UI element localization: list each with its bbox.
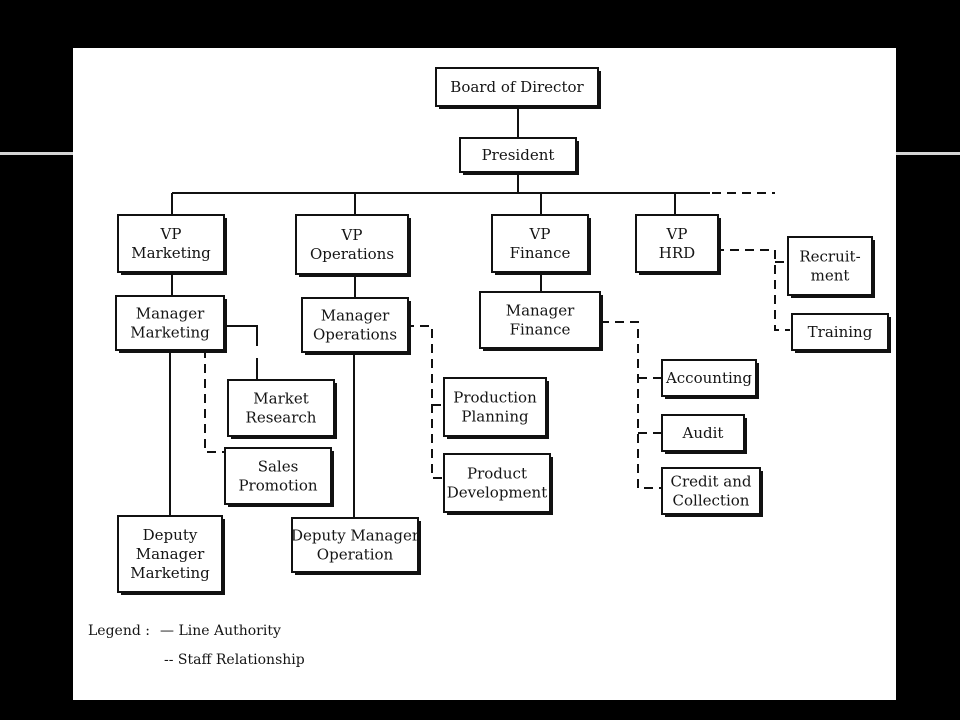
legend-staff-relationship: -- Staff Relationship — [164, 652, 305, 668]
node-label: Credit and — [671, 473, 752, 491]
node-box — [295, 214, 409, 275]
line-authority-connectors — [169, 106, 710, 518]
node-box — [661, 414, 745, 452]
node-label: Recruit- — [799, 248, 860, 266]
node-label: Audit — [682, 424, 724, 442]
node-box — [787, 236, 873, 296]
legend: Legend : — Line Authority -- Staff Relat… — [88, 623, 305, 668]
node-label: Board of Director — [450, 78, 584, 96]
node-box — [291, 517, 419, 573]
node-training: Training — [791, 313, 891, 353]
node-box — [227, 379, 335, 437]
node-label: VP — [666, 225, 688, 243]
node-box — [661, 359, 757, 397]
node-box — [301, 297, 409, 353]
node-label: Finance — [510, 244, 571, 262]
node-label: Development — [447, 484, 547, 502]
node-label: Marketing — [130, 324, 210, 342]
node-box — [459, 137, 577, 173]
legend-title: Legend : — [88, 623, 150, 639]
node-label: Operations — [313, 326, 397, 344]
node-board: Board of Director — [435, 67, 601, 109]
node-label: Marketing — [131, 244, 211, 262]
node-label: Marketing — [130, 564, 210, 582]
node-box — [115, 295, 225, 351]
node-label: Finance — [510, 321, 571, 339]
node-box — [791, 313, 889, 351]
node-recruitment: Recruit-ment — [787, 236, 875, 298]
node-box — [479, 291, 601, 349]
nodes-layer: Board of DirectorPresidentVPMarketingVPO… — [115, 67, 891, 595]
node-label: VP — [160, 225, 182, 243]
top-black-band — [0, 0, 960, 48]
node-box — [117, 214, 225, 273]
node-label: Accounting — [665, 369, 752, 387]
bottom-black-band — [0, 700, 960, 720]
node-box — [635, 214, 719, 273]
node-box — [224, 447, 332, 505]
node-audit: Audit — [661, 414, 747, 454]
node-box — [443, 377, 547, 437]
node-label: ment — [811, 267, 850, 285]
divider-rule-right — [896, 152, 960, 155]
node-label: VP — [341, 226, 363, 244]
legend-line-authority: — Line Authority — [160, 623, 281, 639]
node-label: President — [482, 146, 555, 164]
node-box — [443, 453, 551, 513]
node-label: Market — [253, 390, 308, 408]
node-label: Manager — [136, 305, 205, 323]
node-accounting: Accounting — [661, 359, 759, 399]
node-box — [661, 467, 761, 515]
node-box — [117, 515, 223, 593]
node-label: Product — [467, 465, 527, 483]
node-label: Operations — [310, 245, 394, 263]
node-label: Production — [453, 389, 537, 407]
node-label: Manager — [506, 302, 575, 320]
node-box — [491, 214, 589, 273]
node-label: HRD — [659, 244, 695, 262]
node-label: Collection — [673, 492, 750, 510]
node-box — [435, 67, 599, 107]
node-label: Manager — [321, 307, 390, 325]
node-label: Operation — [317, 546, 394, 564]
node-label: Deputy — [143, 526, 198, 544]
node-label: Training — [808, 323, 873, 341]
node-label: Deputy Manager — [291, 527, 420, 545]
node-label: VP — [529, 225, 551, 243]
staff-relationship-connectors — [204, 192, 790, 489]
node-president: President — [459, 137, 579, 175]
divider-rule-left — [0, 152, 73, 155]
node-label: Planning — [461, 408, 529, 426]
node-label: Promotion — [238, 477, 317, 495]
node-label: Sales — [258, 458, 299, 476]
node-label: Manager — [136, 545, 205, 563]
node-label: Research — [246, 409, 317, 427]
